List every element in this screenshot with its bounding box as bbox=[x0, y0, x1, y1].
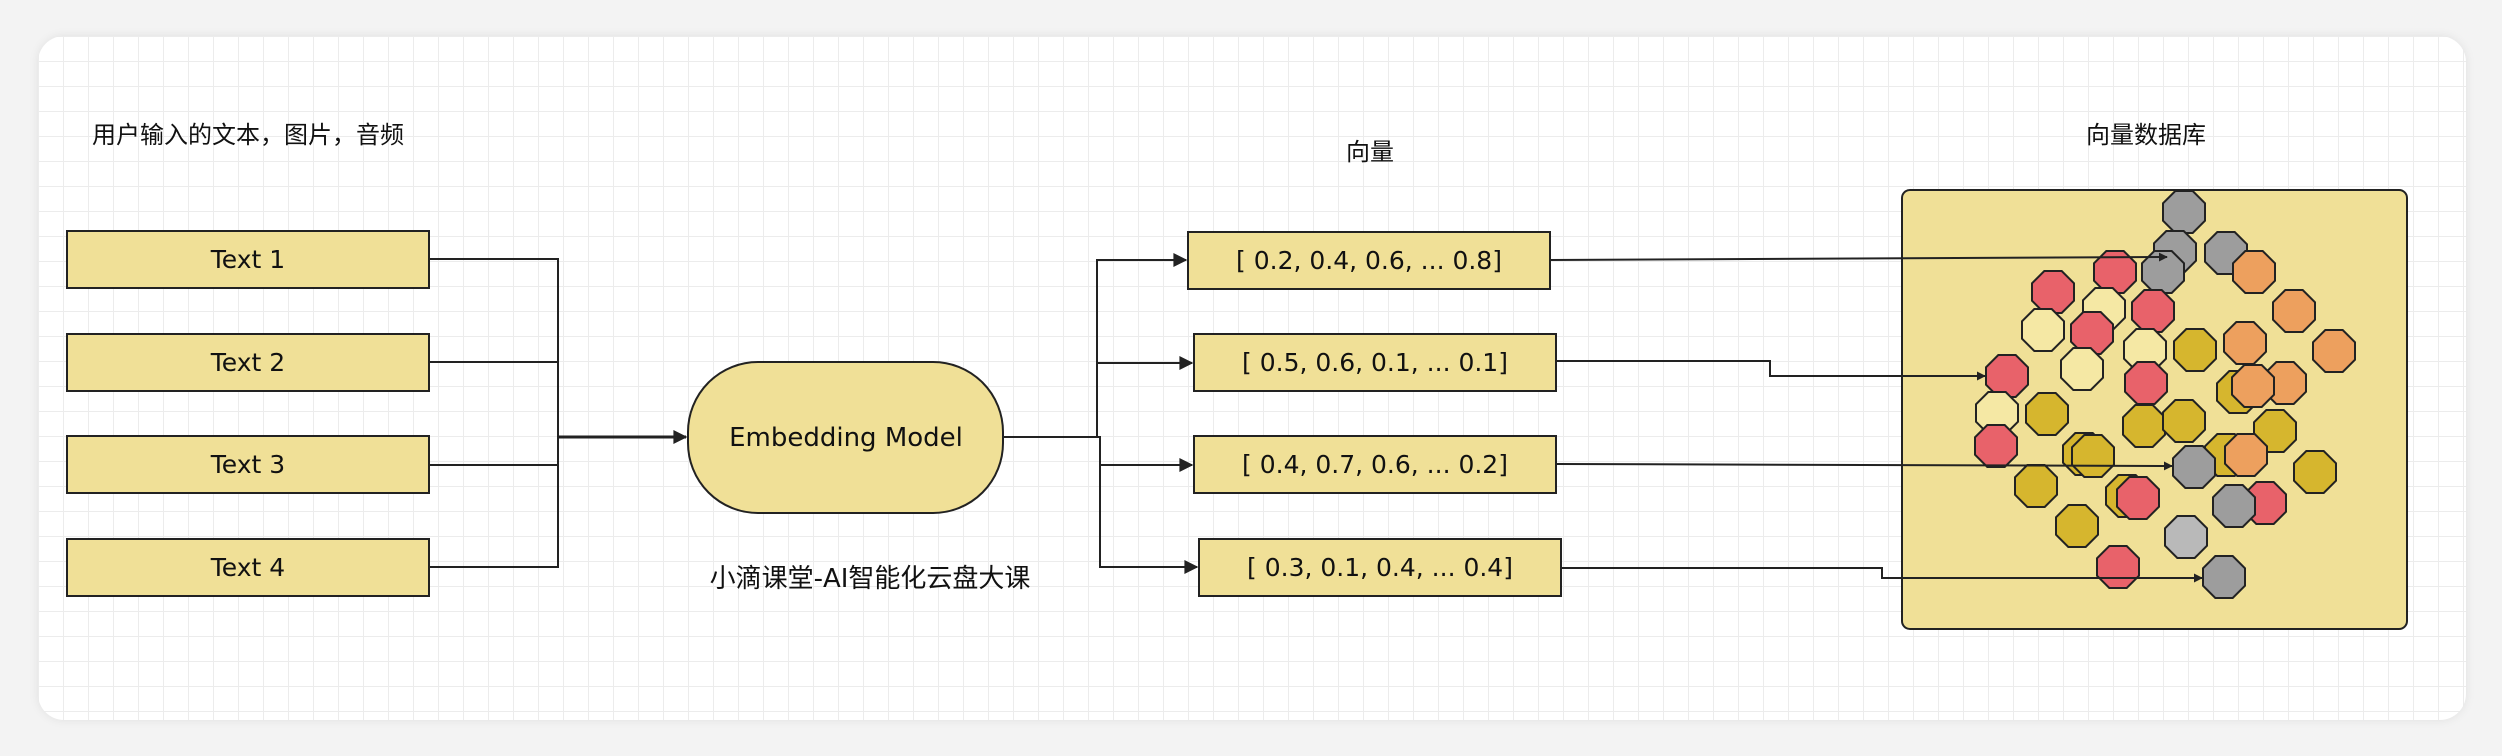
input-connectors bbox=[429, 258, 688, 568]
vector-point bbox=[2093, 250, 2137, 294]
vector-point bbox=[2025, 392, 2069, 436]
vector-point bbox=[2070, 311, 2114, 355]
vector-database[interactable] bbox=[1901, 189, 2408, 630]
vector-point bbox=[2173, 328, 2217, 372]
watermark-text: 小滴课堂-AI智能化云盘大课 bbox=[710, 564, 1031, 594]
vector-point bbox=[2021, 308, 2065, 352]
vector-point bbox=[2231, 364, 2275, 408]
vector-point bbox=[2116, 476, 2160, 520]
vector-point bbox=[2164, 515, 2208, 559]
diagram-svg: 用户输入的文本，图片，音频 向量 向量数据库 Text 1 Text 2 Tex… bbox=[66, 121, 2408, 630]
vector-point bbox=[1985, 354, 2029, 398]
vector-caption: 向量 bbox=[1346, 138, 1394, 166]
vector-point bbox=[2071, 434, 2115, 478]
vector-point bbox=[2172, 445, 2216, 489]
db-caption: 向量数据库 bbox=[2086, 121, 2206, 149]
diagram-canvas: 用户输入的文本，图片，音频 向量 向量数据库 Text 1 Text 2 Tex… bbox=[38, 36, 2466, 720]
vector-point bbox=[2060, 347, 2104, 391]
vector-point bbox=[2202, 555, 2246, 599]
vector-label: [ 0.4, 0.7, 0.6, ... 0.2] bbox=[1242, 450, 1508, 479]
vector-point bbox=[2212, 484, 2256, 528]
vector-box-4[interactable]: [ 0.3, 0.1, 0.4, ... 0.4] bbox=[1198, 538, 1562, 597]
input-label: Text 3 bbox=[210, 450, 285, 479]
vector-point bbox=[2162, 399, 2206, 443]
model-connectors bbox=[1003, 253, 1199, 574]
model-label: Embedding Model bbox=[729, 423, 963, 453]
vector-point bbox=[2162, 190, 2206, 234]
vector-point bbox=[2096, 545, 2140, 589]
vector-box-1[interactable]: [ 0.2, 0.4, 0.6, ... 0.8] bbox=[1187, 231, 1551, 290]
vector-point bbox=[2131, 289, 2175, 333]
vector-point bbox=[2122, 404, 2166, 448]
input-box-2[interactable]: Text 2 bbox=[66, 333, 430, 392]
input-label: Text 4 bbox=[210, 553, 285, 582]
input-label: Text 2 bbox=[210, 348, 285, 377]
vector-point bbox=[2014, 464, 2058, 508]
vector-point bbox=[2224, 433, 2268, 477]
embedding-model-node[interactable]: Embedding Model bbox=[687, 361, 1004, 514]
vector-point bbox=[2272, 289, 2316, 333]
vector-label: [ 0.2, 0.4, 0.6, ... 0.8] bbox=[1236, 246, 1502, 275]
vector-point bbox=[2312, 329, 2356, 373]
vector-point bbox=[2293, 450, 2337, 494]
vector-point bbox=[2141, 250, 2185, 294]
vector-label: [ 0.3, 0.1, 0.4, ... 0.4] bbox=[1247, 553, 1513, 582]
vector-to-db-connectors bbox=[1549, 252, 2203, 583]
vector-point bbox=[2232, 250, 2276, 294]
input-box-3[interactable]: Text 3 bbox=[66, 435, 430, 494]
vector-point bbox=[2031, 270, 2075, 314]
vector-point bbox=[2223, 321, 2267, 365]
vector-point bbox=[2253, 409, 2297, 453]
vector-box-3[interactable]: [ 0.4, 0.7, 0.6, ... 0.2] bbox=[1193, 435, 1557, 494]
vector-point bbox=[2055, 504, 2099, 548]
input-caption: 用户输入的文本，图片，音频 bbox=[92, 121, 404, 149]
input-label: Text 1 bbox=[210, 245, 285, 274]
vector-point bbox=[1974, 424, 2018, 468]
vector-label: [ 0.5, 0.6, 0.1, ... 0.1] bbox=[1242, 348, 1508, 377]
vector-point bbox=[2124, 361, 2168, 405]
input-box-4[interactable]: Text 4 bbox=[66, 538, 430, 597]
vector-box-2[interactable]: [ 0.5, 0.6, 0.1, ... 0.1] bbox=[1193, 333, 1557, 392]
input-box-1[interactable]: Text 1 bbox=[66, 230, 430, 289]
